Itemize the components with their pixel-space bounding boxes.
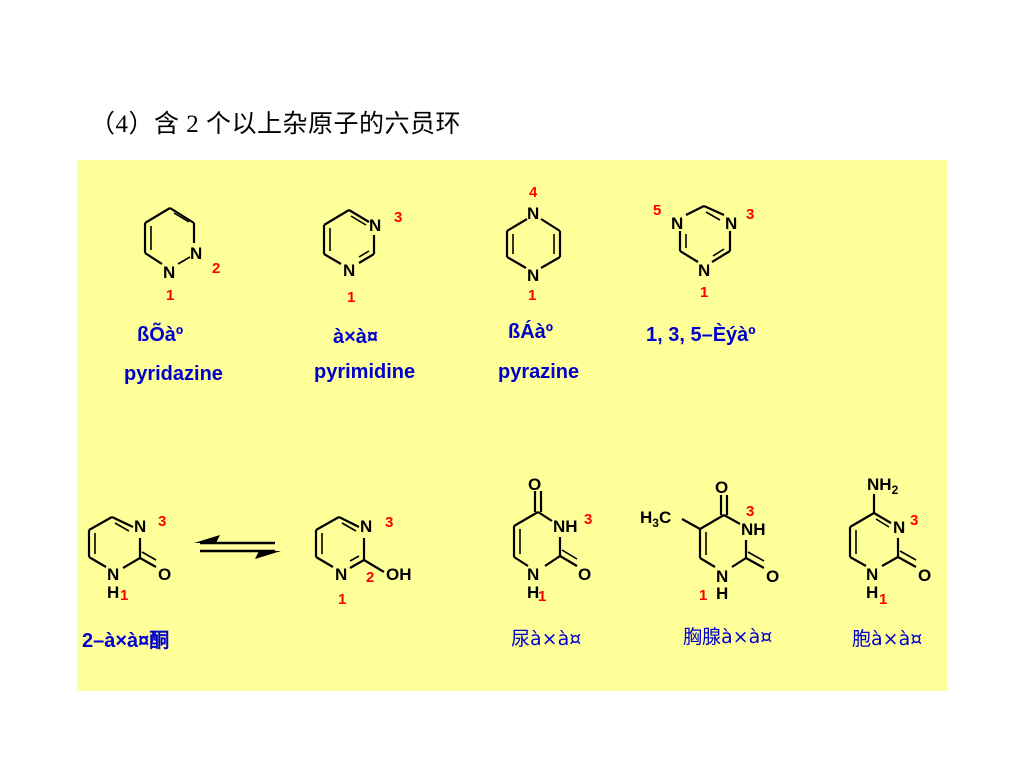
position-number: 1 bbox=[347, 289, 355, 306]
slide-title: （4）含 2 个以上杂原子的六员环 bbox=[90, 111, 462, 138]
atom-o: O bbox=[918, 566, 931, 585]
atom-h: H bbox=[527, 583, 539, 602]
structures-panel bbox=[77, 160, 947, 691]
triazine-cn-name: 1, 3, 5–Èýàº bbox=[646, 323, 756, 346]
pyrimidine-en-name: pyrimidine bbox=[314, 361, 415, 383]
cytosine-structure: NH2 N N H O 3 1 bbox=[848, 475, 931, 608]
position-number: 2 bbox=[366, 569, 374, 586]
atom-nh3: NH bbox=[553, 517, 578, 536]
atom-o: O bbox=[158, 565, 171, 584]
atom-o: O bbox=[766, 567, 779, 586]
atom-oh: OH bbox=[386, 565, 412, 584]
atom-n1: N bbox=[527, 565, 539, 584]
atom-n1: N bbox=[716, 567, 728, 586]
equilibrium-arrow bbox=[194, 535, 281, 559]
position-number: 1 bbox=[166, 287, 174, 304]
pyrimidine-cn-name: à×à¤ bbox=[333, 326, 378, 348]
position-number: 2 bbox=[212, 260, 220, 277]
position-number: 1 bbox=[120, 587, 128, 604]
atom-n3: N bbox=[369, 216, 381, 235]
pyridazine-structure: N N 1 2 bbox=[143, 207, 220, 304]
position-number: 1 bbox=[699, 587, 707, 604]
atom-n1: N bbox=[163, 263, 175, 282]
position-number: 3 bbox=[394, 209, 402, 226]
atom-o: O bbox=[715, 478, 728, 497]
position-number: 3 bbox=[584, 511, 592, 528]
pyrazine-cn-name: ßÁàº bbox=[508, 320, 553, 343]
pyrimidinone-structure: N N H O 3 1 bbox=[87, 513, 171, 604]
position-number: 1 bbox=[338, 591, 346, 608]
atom-n1: N bbox=[698, 261, 710, 280]
thymine-structure: O H3C NH N H O 3 1 bbox=[640, 478, 779, 604]
position-number: 3 bbox=[158, 513, 166, 530]
pyrazine-en-name: pyrazine bbox=[498, 361, 579, 383]
atom-n3: N bbox=[725, 214, 737, 233]
atom-n4: N bbox=[527, 204, 539, 223]
atom-h: H bbox=[107, 583, 119, 602]
atom-n1: N bbox=[107, 565, 119, 584]
pyridazine-cn-name: ßÕàº bbox=[137, 322, 183, 346]
atom-n1: N bbox=[527, 266, 539, 285]
position-number: 1 bbox=[538, 588, 546, 605]
position-number: 5 bbox=[653, 202, 661, 219]
position-number: 3 bbox=[385, 514, 393, 531]
atom-n3: N bbox=[893, 518, 905, 537]
atom-n2: N bbox=[190, 244, 202, 263]
position-number: 3 bbox=[746, 503, 754, 520]
atom-nh3: NH bbox=[741, 520, 766, 539]
position-number: 3 bbox=[746, 206, 754, 223]
atom-o: O bbox=[578, 565, 591, 584]
atom-o: O bbox=[528, 475, 541, 494]
atom-n1: N bbox=[335, 565, 347, 584]
atom-n1: N bbox=[343, 261, 355, 280]
position-number: 4 bbox=[529, 184, 538, 201]
pyrimidinone-cn-name: 2–à×à¤酮 bbox=[82, 629, 169, 652]
methyl-group: H3C bbox=[640, 508, 671, 530]
pyridazine-en-name: pyridazine bbox=[124, 363, 223, 385]
thymine-cn-name: 胸腺à×à¤ bbox=[683, 626, 772, 648]
atom-h: H bbox=[716, 584, 728, 603]
amino-group: NH2 bbox=[867, 475, 899, 497]
atom-h: H bbox=[866, 583, 878, 602]
triazine-structure: N N N 5 3 1 bbox=[653, 202, 754, 301]
position-number: 1 bbox=[528, 287, 536, 304]
atom-n5: N bbox=[671, 214, 683, 233]
hydroxypyrimidine-structure: N N OH 3 2 1 bbox=[314, 514, 412, 608]
atom-n3: N bbox=[134, 517, 146, 536]
atom-n3: N bbox=[360, 517, 372, 536]
cytosine-cn-name: 胞à×à¤ bbox=[852, 628, 922, 650]
uracil-cn-name: 尿à×à¤ bbox=[511, 628, 581, 650]
atom-n1: N bbox=[866, 565, 878, 584]
pyrimidine-structure: N N 3 1 bbox=[322, 209, 402, 306]
position-number: 1 bbox=[879, 591, 887, 608]
position-number: 3 bbox=[910, 512, 918, 529]
uracil-structure: O NH N H O 3 1 bbox=[512, 475, 592, 605]
position-number: 1 bbox=[700, 284, 708, 301]
pyrazine-structure: N N 4 1 bbox=[505, 184, 562, 304]
